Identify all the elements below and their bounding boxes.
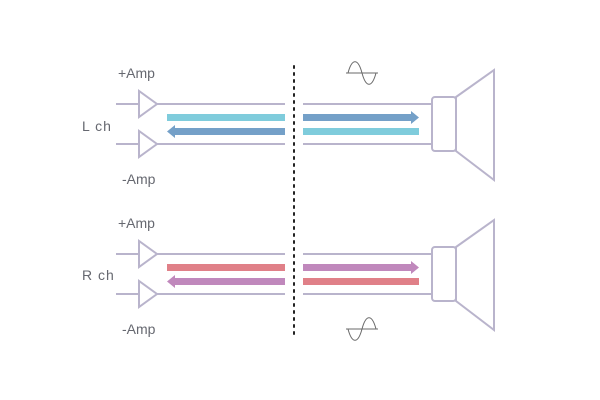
right-speaker-cone-icon — [455, 218, 495, 333]
left-plus-amp-label: +Amp — [118, 65, 155, 81]
left-minus-amp-label: -Amp — [122, 171, 156, 187]
right-channel: +Amp R ch -Amp — [82, 215, 495, 341]
right-speaker-magnet — [431, 246, 457, 302]
left-plus-amplifier-icon — [138, 89, 159, 119]
right-minus-amp-label: -Amp — [122, 321, 156, 337]
right-signal-arrow-pink-amp-side — [167, 264, 285, 271]
left-channel-label: L ch — [82, 118, 112, 134]
right-minus-amplifier-icon — [138, 279, 159, 309]
left-signal-arrow-blue-speaker-side — [303, 111, 419, 124]
right-cable-speaker-side — [303, 253, 432, 295]
right-signal-arrow-purple-speaker-side — [303, 261, 419, 274]
left-sine-wave-icon — [346, 61, 378, 85]
right-plus-amplifier-icon — [138, 239, 159, 269]
left-return-arrow-blue-amp-side — [167, 125, 285, 138]
right-return-arrow-purple-amp-side — [167, 275, 285, 288]
right-plus-amp-label: +Amp — [118, 215, 155, 231]
left-channel: +Amp L ch -Amp — [82, 61, 495, 187]
left-speaker-magnet — [431, 96, 457, 152]
left-minus-amplifier-icon — [138, 129, 159, 159]
left-signal-arrow-cyan-amp-side — [167, 114, 285, 121]
left-cable-amp-side — [157, 103, 285, 145]
left-cable-speaker-side — [303, 103, 432, 145]
left-speaker-cone-icon — [455, 68, 495, 183]
right-cable-amp-side — [157, 253, 285, 295]
right-sine-wave-icon — [346, 317, 378, 341]
left-return-arrow-cyan-speaker-side — [303, 128, 419, 135]
right-return-arrow-pink-speaker-side — [303, 278, 419, 285]
right-channel-label: R ch — [82, 267, 115, 283]
